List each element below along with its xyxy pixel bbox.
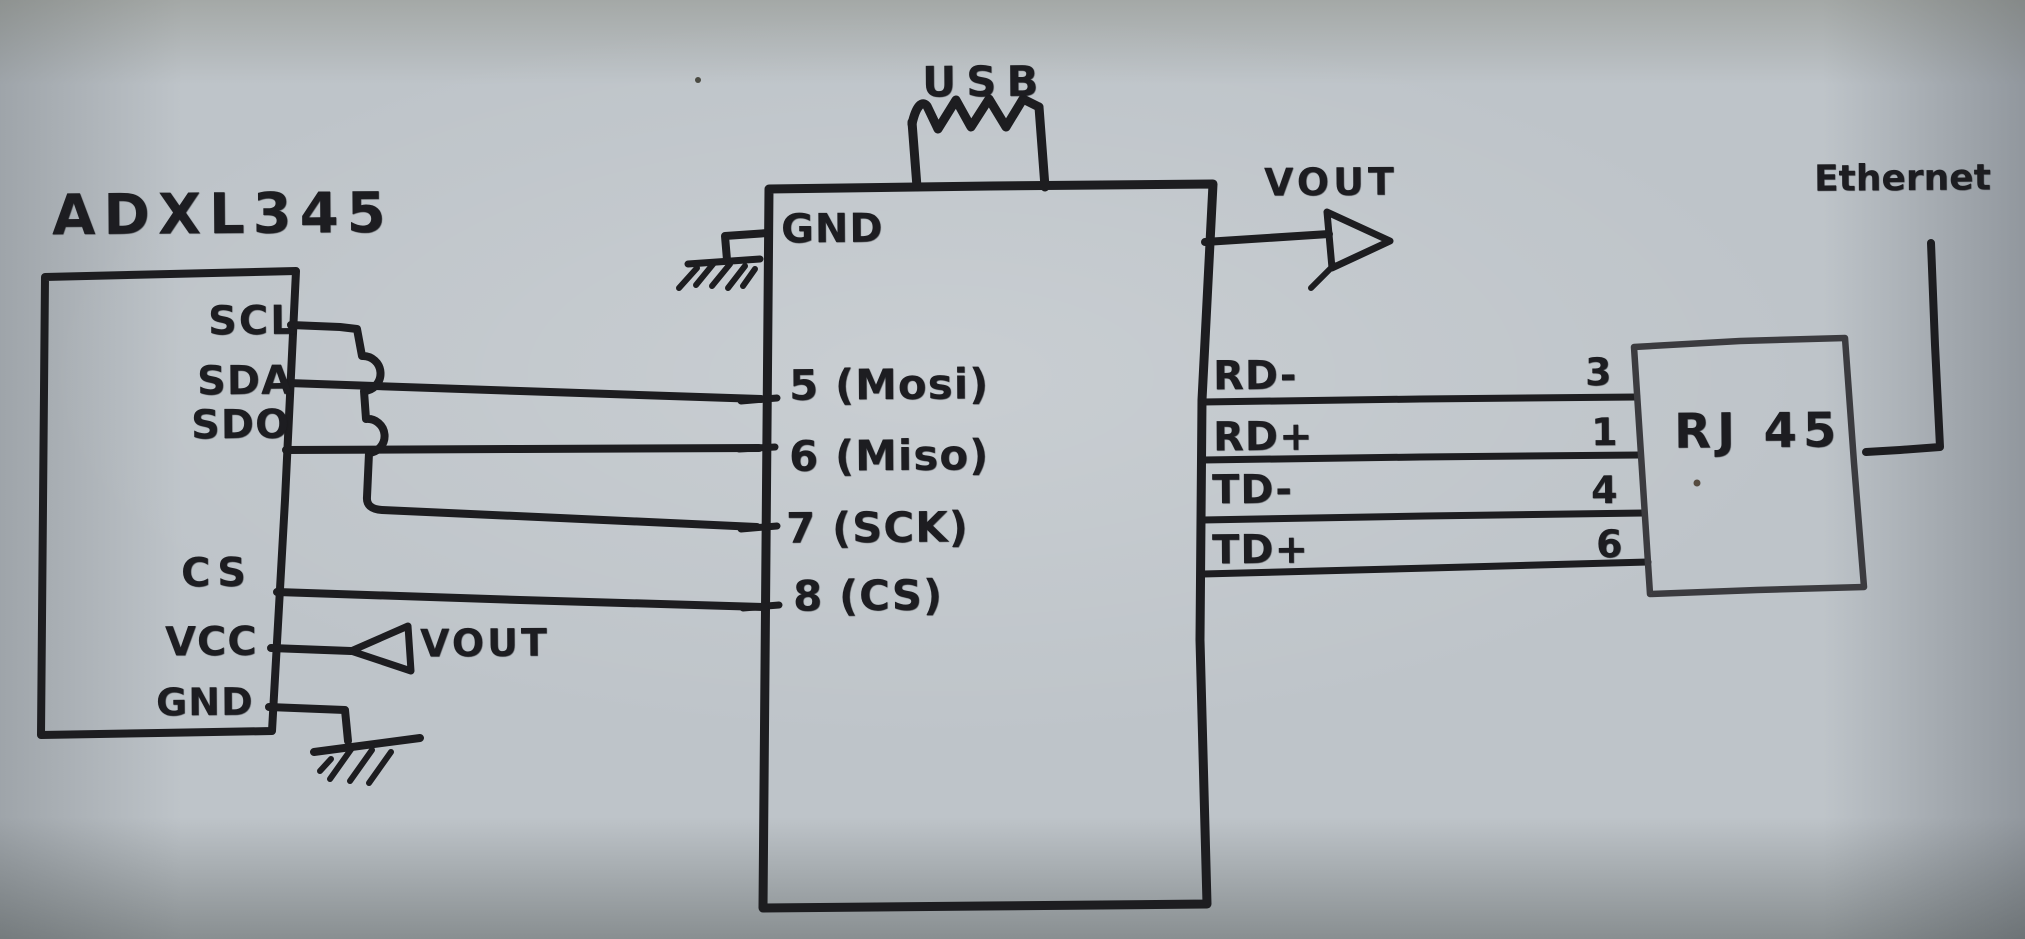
ethernet-label: Ethernet (1813, 157, 1991, 200)
adxl345-pin-vcc-label: VCC (164, 618, 258, 666)
controller-pin6-label: 6 (Miso) (788, 430, 990, 481)
usb-connector-icon (907, 94, 1050, 192)
adxl345-pin-sda-label: SDA (196, 357, 294, 405)
rj45-title: RJ 45 (1673, 402, 1843, 460)
ethernet-wire (1862, 239, 1944, 456)
ground-hatch-1 (676, 265, 700, 291)
vout-arrowhead (1323, 208, 1394, 272)
rj45-pin6-number: 6 (1595, 521, 1623, 567)
adxl345-pin-scl-label: SCL (207, 297, 298, 345)
rj45-pin1-number: 1 (1590, 409, 1618, 455)
vcc-wire (267, 644, 355, 655)
vout-arrow-left-icon (267, 622, 415, 675)
adxl345-pin-sdo-label: SDO (190, 401, 291, 449)
controller-rd-minus-label: RD- (1212, 352, 1298, 400)
ground-bar (310, 734, 424, 756)
vcc-arrowhead (347, 622, 415, 675)
ground-hatch-3 (709, 261, 733, 289)
usb-label: USB (921, 56, 1049, 107)
vout-arrow-right-icon (1201, 208, 1394, 291)
adxl345-box-outline (37, 267, 300, 739)
signal-wires-left (273, 321, 769, 611)
vout-arrowhead-tail (1308, 262, 1337, 291)
usb-right-post (1034, 102, 1050, 192)
gnd-wire (721, 229, 772, 264)
ground-hatch-3 (347, 747, 375, 784)
wire-td-minus-to-4 (1199, 509, 1648, 524)
adxl345-vout-label: VOUT (419, 620, 550, 666)
ground-hatch-4 (725, 263, 748, 291)
signal-wires-right (1199, 393, 1652, 578)
ground-bar (684, 255, 764, 268)
ground-hatch-2 (693, 260, 717, 288)
rj45-box-outline (1630, 334, 1868, 598)
wire-sdo-to-miso (282, 444, 763, 454)
rj45-pin4-number: 4 (1590, 467, 1618, 513)
controller-box (758, 179, 1218, 913)
adxl345-gnd-wire (265, 703, 352, 745)
ground-hatch-4 (366, 749, 394, 786)
usb-left-post (907, 117, 922, 192)
paper-speck (1693, 479, 1701, 487)
ethernet-drop-wire (1862, 239, 1944, 456)
usb-zigzag (907, 94, 1044, 134)
rj45-pin3-number: 3 (1584, 349, 1612, 395)
wire-td-plus-to-6 (1199, 558, 1652, 578)
wire-rd-plus-to-1 (1199, 451, 1644, 464)
gnd-wire (265, 703, 352, 745)
rj45-box (1630, 334, 1868, 598)
wire-rd-minus-to-3 (1199, 393, 1641, 406)
controller-vout-label: VOUT (1263, 159, 1398, 205)
adxl345-pin-cs-label: CS (180, 549, 253, 597)
controller-gnd-label: GND (780, 205, 884, 253)
controller-gnd-wire (721, 229, 772, 264)
wire-scl-to-sck-with-hops (287, 321, 761, 531)
controller-td-minus-label: TD- (1211, 466, 1294, 514)
adxl345-box (37, 267, 300, 739)
adxl345-title: ADXL345 (51, 180, 394, 249)
controller-rd-plus-label: RD+ (1212, 413, 1314, 461)
controller-box-outline (758, 179, 1218, 913)
controller-td-plus-label: TD+ (1211, 526, 1310, 574)
ground-icon-adxl345 (310, 734, 424, 786)
adxl345-pin-gnd-label: GND (155, 679, 254, 725)
wire-cs-to-cs8 (273, 588, 769, 611)
controller-pin7-label: 7 (SCK) (785, 502, 970, 553)
ground-hatch-1 (317, 756, 334, 774)
controller-pin8-label: 8 (CS) (792, 570, 944, 621)
controller-pin5-label: 5 (Mosi) (788, 359, 990, 410)
ground-hatch-5 (740, 266, 758, 289)
wire-sda-to-mosi (284, 379, 765, 403)
ground-hatch-2 (327, 745, 355, 782)
paper-speck (695, 77, 701, 83)
controller-pin-ticks (735, 394, 783, 612)
vout-wire (1201, 230, 1333, 246)
ground-icon-controller (676, 255, 764, 291)
